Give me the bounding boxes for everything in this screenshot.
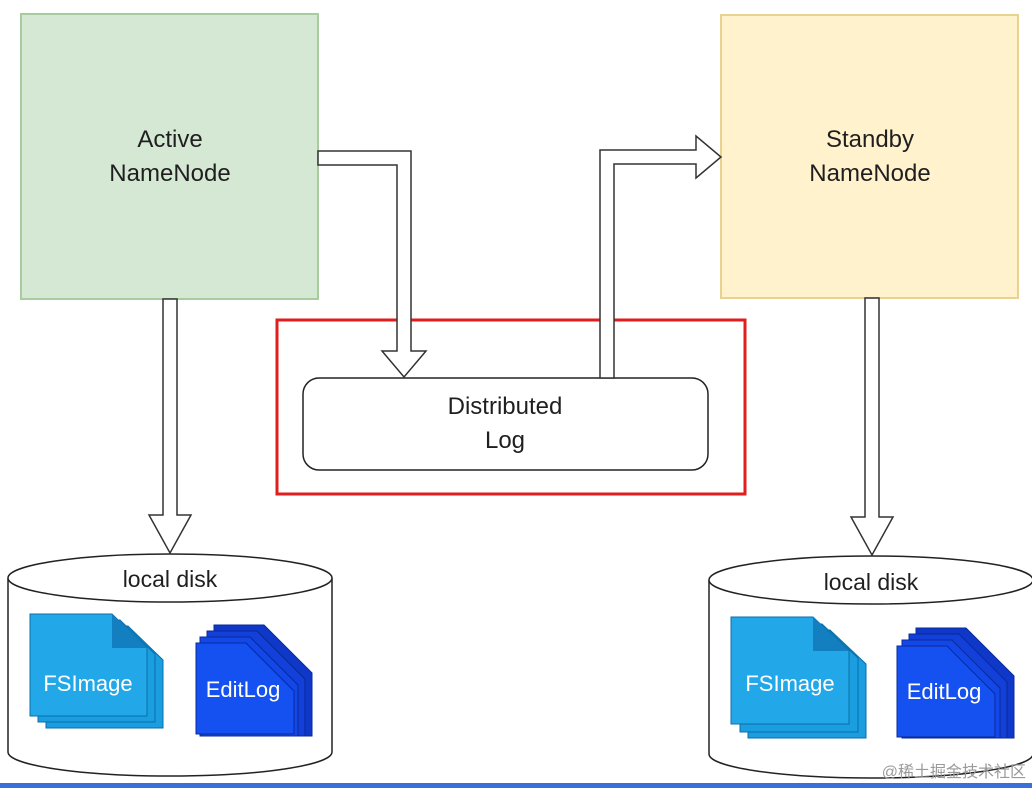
active-namenode-label-line1: Active: [137, 126, 202, 153]
right-editlog-icon: EditLog: [896, 627, 1015, 739]
left-editlog-label: EditLog: [206, 677, 281, 702]
arrow-active-to-left-disk: [147, 298, 193, 555]
right-fsimage-label: FSImage: [745, 671, 834, 696]
arrow-active-to-log: [317, 150, 428, 379]
watermark: @稀土掘金技术社区: [882, 763, 1026, 781]
left-local-disk: local disk FSImage EditLog: [7, 553, 333, 777]
left-editlog-icon: EditLog: [195, 624, 313, 737]
standby-namenode-box: Standby NameNode: [720, 14, 1019, 299]
right-local-disk: local disk FSImage EditLog: [708, 555, 1032, 779]
standby-namenode-label-line1: Standby: [826, 126, 914, 153]
distributed-log-box: Distributed Log: [302, 377, 709, 471]
left-disk-label: local disk: [123, 566, 218, 592]
left-fsimage-label: FSImage: [43, 671, 132, 696]
bottom-bar: [0, 783, 1032, 788]
right-fsimage-icon: FSImage: [730, 616, 867, 739]
standby-namenode-label-line2: NameNode: [809, 160, 930, 187]
active-namenode-box: Active NameNode: [20, 13, 319, 300]
distributed-log-label-line2: Log: [485, 427, 525, 454]
right-editlog-label: EditLog: [907, 679, 982, 704]
active-namenode-label-line2: NameNode: [109, 160, 230, 187]
distributed-log-highlight: [275, 318, 747, 496]
right-disk-label: local disk: [824, 569, 919, 595]
distributed-log-label-line1: Distributed: [448, 393, 563, 420]
arrow-log-to-standby: [599, 134, 723, 379]
left-fsimage-icon: FSImage: [29, 613, 164, 729]
arrow-standby-to-right-disk: [849, 297, 895, 557]
